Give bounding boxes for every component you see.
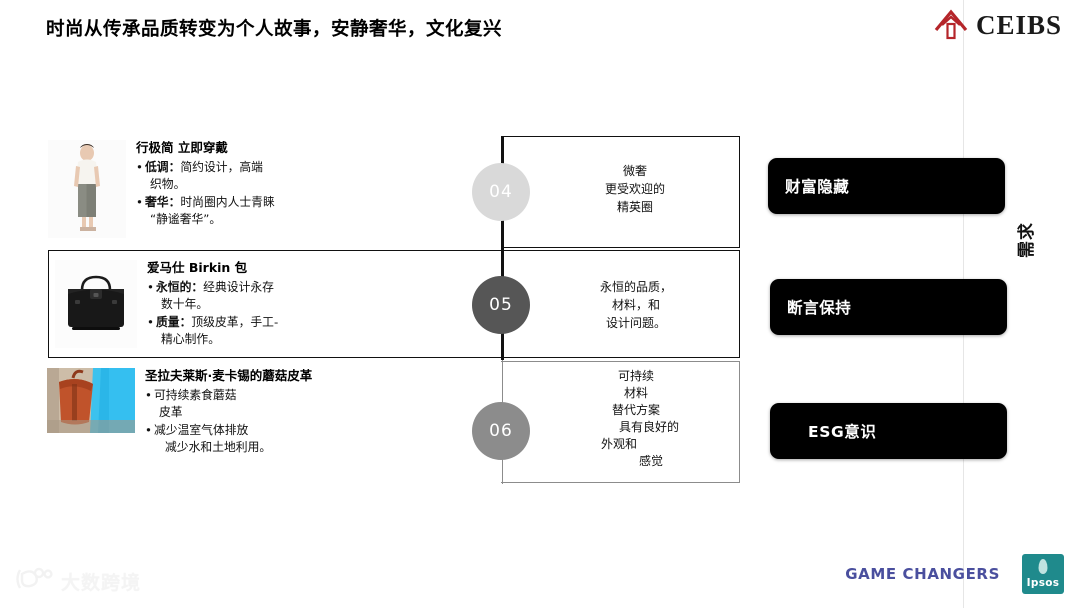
- row-heading-06: 圣拉夫莱斯·麦卡锡的蘑菇皮革: [145, 368, 313, 383]
- content-row-06: 圣拉夫莱斯·麦卡锡的蘑菇皮革 •可持续素食蘑菇 皮革 •减少温室气体排放 减少水…: [47, 368, 312, 457]
- pill-card-05[interactable]: 断言保持: [770, 279, 1007, 335]
- frame-box-04: [501, 136, 740, 248]
- ceibs-logo-text: CEIBS: [975, 9, 1062, 40]
- thumbnail-image-05: [55, 260, 137, 348]
- pill-label-05: 断言保持: [787, 299, 852, 317]
- middle-text-05: 永恒的品质， 材料，和 设计问题。: [599, 280, 672, 330]
- step-number-05: 05: [489, 295, 513, 315]
- dashu-logo-icon: [14, 566, 54, 596]
- ceibs-logo: CEIBS: [933, 8, 1062, 42]
- frame-box-05: [48, 250, 740, 358]
- step-circle-06[interactable]: 06: [472, 402, 530, 460]
- page-title: 时尚从传承品质转变为个人故事，安静奢华，文化复兴: [46, 19, 503, 40]
- ipsos-logo: Ipsos: [1022, 554, 1064, 594]
- bullet-item: •永恒的：经典设计永存 数十年。: [147, 279, 274, 311]
- pill-label-04: 财富隐藏: [785, 178, 850, 196]
- bullet-item: •减少温室气体排放 减少水和土地利用。: [145, 422, 272, 454]
- text-block-04: 行极简 立即穿戴 •低调：简约设计，高端 织物。 •奢华：时尚圈内人士青睐 “静…: [136, 140, 275, 229]
- pill-label-06: ESG意识: [808, 423, 877, 441]
- text-block-05: 爱马仕 Birkin 包 •永恒的：经典设计永存 数十年。 •质量：顶级皮革，手…: [147, 260, 278, 349]
- pill-card-06[interactable]: ESG意识: [770, 403, 1007, 459]
- step-number-04: 04: [489, 182, 513, 202]
- content-row-04: 行极简 立即穿戴 •低调：简约设计，高端 织物。 •奢华：时尚圈内人士青睐 “静…: [48, 140, 275, 238]
- middle-text-06: 可持续 材料 替代方案 具有良好的 外观和 感觉: [600, 369, 679, 469]
- bullet-item: •奢华：时尚圈内人士青睐 “静谧奢华”。: [136, 194, 275, 226]
- watermark-text: 大数跨境: [61, 571, 142, 594]
- row-heading-05: 爱马仕 Birkin 包: [147, 260, 248, 275]
- pill-card-04[interactable]: 财富隐藏: [768, 158, 1005, 214]
- side-rotated-label: 需求: [1017, 222, 1037, 258]
- thumbnail-image-04: [48, 140, 126, 238]
- step-circle-04[interactable]: 04: [472, 163, 530, 221]
- step-circle-05[interactable]: 05: [472, 276, 530, 334]
- bullet-item: •质量：顶级皮革，手工- 精心制作。: [147, 314, 279, 346]
- footer-right: GAME CHANGERS Ipsos: [845, 554, 1064, 594]
- game-changers-text: GAME CHANGERS: [845, 565, 1000, 583]
- middle-text-04: 微奢 更受欢迎的 精英圈: [604, 164, 665, 214]
- row-bullets-04: •低调：简约设计，高端 织物。 •奢华：时尚圈内人士青睐 “静谧奢华”。: [136, 159, 275, 228]
- row-bullets-05: •永恒的：经典设计永存 数十年。 •质量：顶级皮革，手工- 精心制作。: [147, 279, 278, 348]
- step-number-06: 06: [489, 421, 513, 441]
- content-row-05: 爱马仕 Birkin 包 •永恒的：经典设计永存 数十年。 •质量：顶级皮革，手…: [55, 260, 278, 349]
- row-bullets-06: •可持续素食蘑菇 皮革 •减少温室气体排放 减少水和土地利用。: [145, 387, 312, 456]
- watermark: 大数跨境: [14, 566, 141, 596]
- frame-box-06: [501, 361, 740, 483]
- text-block-06: 圣拉夫莱斯·麦卡锡的蘑菇皮革 •可持续素食蘑菇 皮革 •减少温室气体排放 减少水…: [145, 368, 312, 457]
- ceibs-house-icon: [933, 8, 969, 42]
- thumbnail-image-06: [47, 368, 135, 433]
- ipsos-label: Ipsos: [1026, 577, 1060, 589]
- ipsos-drop-icon: [1038, 559, 1048, 574]
- bullet-item: •可持续素食蘑菇 皮革: [145, 387, 237, 419]
- bullet-item: •低调：简约设计，高端 织物。: [136, 159, 263, 191]
- row-heading-04: 行极简 立即穿戴: [136, 140, 228, 155]
